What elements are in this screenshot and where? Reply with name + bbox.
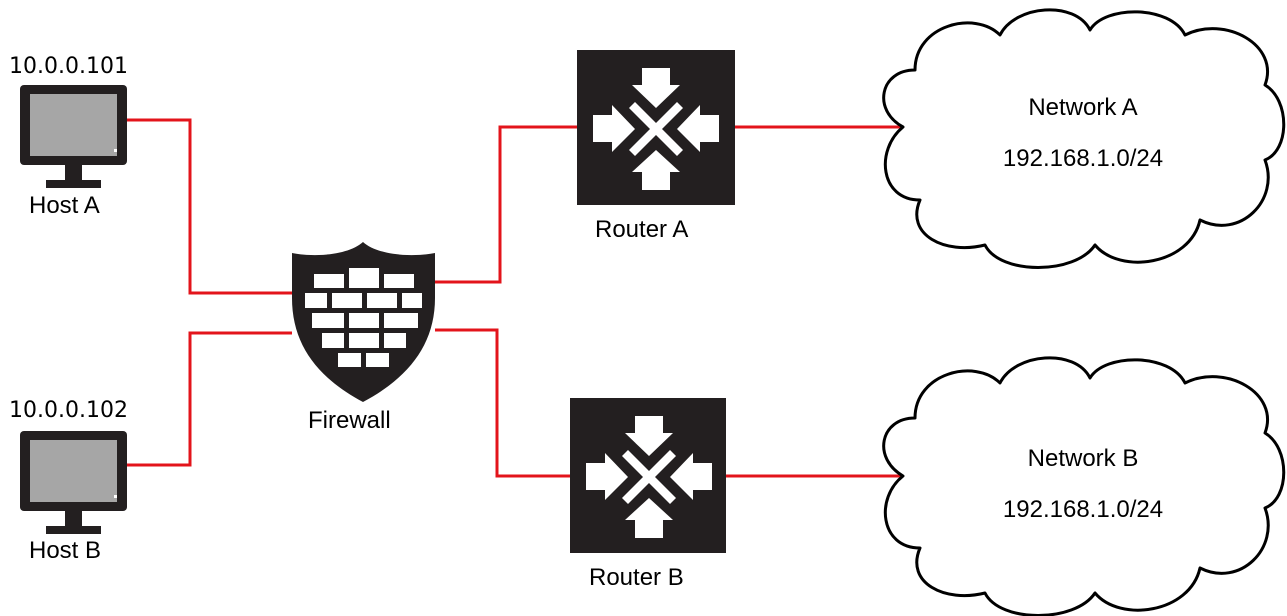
network-b-name: Network B bbox=[1028, 445, 1139, 472]
router-icon bbox=[570, 398, 726, 553]
network-a-name: Network A bbox=[1028, 94, 1137, 121]
host-a: 10.0.0.101 Host A bbox=[9, 54, 128, 219]
host-b-ip: 10.0.0.102 bbox=[9, 398, 128, 423]
host-a-label: Host A bbox=[29, 192, 100, 219]
network-a: Network A 192.168.1.0/24 bbox=[882, 8, 1286, 269]
cloud-icon bbox=[882, 8, 1286, 269]
firewall-label: Firewall bbox=[308, 407, 391, 434]
host-b-label: Host B bbox=[29, 537, 101, 564]
firewall: Firewall bbox=[292, 242, 435, 434]
host-a-ip: 10.0.0.101 bbox=[9, 54, 128, 79]
link-firewall-router-b bbox=[435, 328, 570, 478]
network-a-subnet: 192.168.1.0/24 bbox=[1003, 145, 1163, 172]
network-b-subnet: 192.168.1.0/24 bbox=[1003, 496, 1163, 523]
router-a: Router A bbox=[577, 50, 735, 243]
brick-pattern bbox=[305, 268, 422, 367]
router-a-label: Router A bbox=[595, 216, 688, 243]
cloud-icon bbox=[882, 356, 1286, 616]
link-host-b-firewall bbox=[126, 331, 292, 467]
firewall-shield-icon bbox=[292, 242, 435, 402]
router-b: Router B bbox=[570, 398, 726, 591]
network-b: Network B 192.168.1.0/24 bbox=[882, 356, 1286, 616]
link-firewall-router-a bbox=[435, 125, 577, 284]
router-b-label: Router B bbox=[589, 564, 684, 591]
link-host-a-firewall bbox=[126, 118, 292, 295]
monitor-icon bbox=[20, 431, 127, 534]
host-b: 10.0.0.102 Host B bbox=[9, 398, 128, 564]
router-icon bbox=[577, 50, 735, 205]
monitor-icon bbox=[20, 85, 127, 188]
connection-lines bbox=[126, 118, 903, 478]
